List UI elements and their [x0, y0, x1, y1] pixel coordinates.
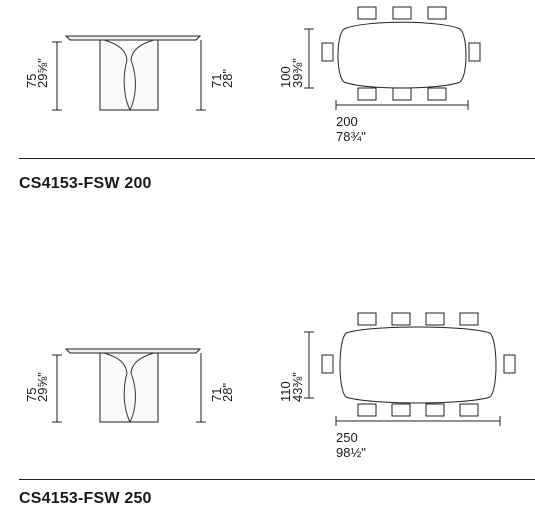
side-height-in: 29⅝" — [35, 58, 50, 88]
model-name: CS4153-FSW 200 — [19, 175, 152, 192]
depth-in: 43⅜" — [290, 372, 305, 402]
top-plan-250: 110 43⅜" 250 98½" — [278, 312, 516, 460]
side-elevation-250: 75 29⅝" 71 28" — [24, 348, 235, 423]
table-spec-200: 75 29⅝" 71 28" 100 39⅜" — [0, 0, 535, 200]
table-top-outline — [337, 21, 467, 89]
table-top-outline — [339, 326, 497, 404]
chair-icon — [321, 312, 516, 417]
base-height-in: 28" — [220, 383, 235, 402]
depth-cm: 100 — [278, 66, 293, 88]
side-height-in: 29⅝" — [35, 372, 50, 402]
tabletop — [64, 348, 202, 354]
table-drawing-250: 75 29⅝" 71 28" 110 43⅜" — [24, 312, 516, 460]
depth-in: 39⅜" — [290, 58, 305, 88]
table-base — [99, 352, 159, 423]
table-spec-250: 75 29⅝" 71 28" 110 43⅜" — [0, 305, 535, 531]
side-height-cm: 75 — [24, 74, 39, 88]
depth-cm: 110 — [278, 381, 293, 402]
side-height-cm: 75 — [24, 388, 39, 402]
top-plan-200: 100 39⅜" 200 78¾" — [278, 6, 481, 144]
base-height-cm: 71 — [209, 74, 224, 88]
model-name: CS4153-FSW 250 — [19, 490, 152, 507]
side-elevation-200: 75 29⅝" 71 28" — [24, 35, 235, 111]
base-height-cm: 71 — [209, 388, 224, 402]
length-in: 98½" — [336, 445, 366, 460]
chair-icon — [321, 6, 481, 101]
length-in: 78¾" — [336, 129, 366, 144]
length-cm: 250 — [336, 430, 358, 445]
divider — [19, 479, 535, 480]
table-base — [99, 39, 159, 111]
divider — [19, 158, 535, 159]
length-cm: 200 — [336, 114, 358, 129]
table-drawing-200: 75 29⅝" 71 28" 100 39⅜" — [24, 6, 481, 144]
tabletop — [64, 35, 202, 41]
base-height-in: 28" — [220, 69, 235, 88]
